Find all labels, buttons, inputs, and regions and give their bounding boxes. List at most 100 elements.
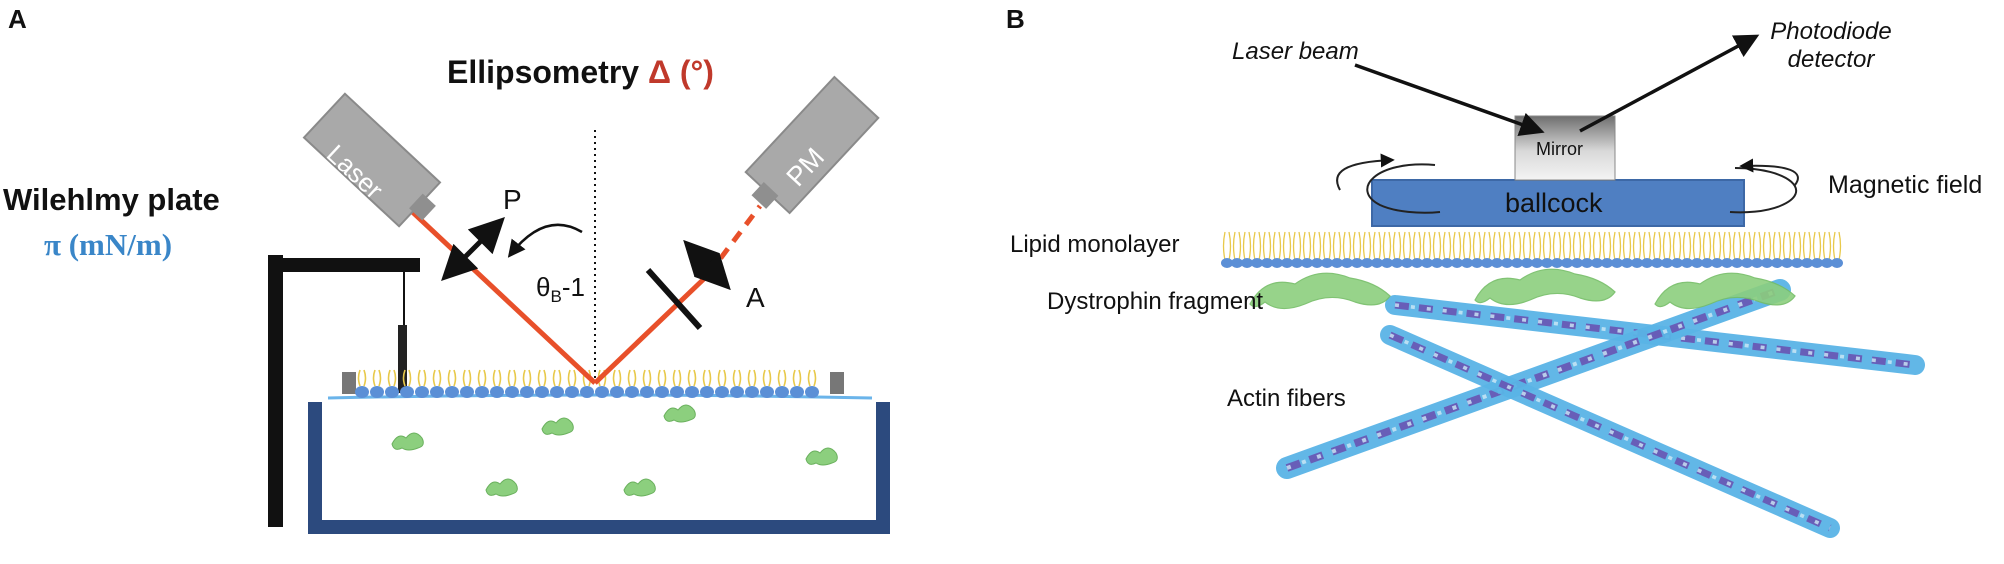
lipid-tail [732, 369, 742, 387]
lipid-head [1341, 258, 1353, 268]
lipid-head [1601, 258, 1613, 268]
lipid-head [1431, 258, 1443, 268]
lipid-tail [537, 369, 547, 387]
lipid-tail [1542, 231, 1552, 261]
lipid-tail [1292, 231, 1302, 261]
lipid-tail [1252, 231, 1262, 261]
lipid-tail [477, 369, 487, 387]
lipid-tail [777, 369, 787, 387]
polarizer-arrow-icon [441, 217, 505, 281]
lipid-head [1741, 258, 1753, 268]
lipid-tail [507, 369, 517, 387]
lipid-tail [1802, 231, 1812, 261]
lipid-tail [1712, 231, 1722, 261]
protein-blob [391, 432, 424, 451]
lipid-tail [1352, 231, 1362, 261]
reflected-beam [593, 273, 710, 385]
lipid-tail [1412, 231, 1422, 261]
lipid-tail [1302, 231, 1312, 261]
lipid-head [1791, 258, 1803, 268]
lipid-tail [1702, 231, 1712, 261]
lipid-tail [1242, 231, 1252, 261]
lipid-head [1251, 258, 1263, 268]
lipid-tail [567, 369, 577, 387]
lipid-tail [1482, 231, 1492, 261]
lipid-tail [1532, 231, 1542, 261]
lipid-head [1711, 258, 1723, 268]
lipid-head [1581, 258, 1593, 268]
lipid-tail [1772, 231, 1782, 261]
lipid-tail [1272, 231, 1282, 261]
lipid-tail [1452, 231, 1462, 261]
lipid-head [745, 386, 759, 398]
lipid-tail [1492, 231, 1502, 261]
lipid-head [1461, 258, 1473, 268]
lipid-head [1821, 258, 1833, 268]
langmuir-trough [308, 369, 890, 534]
lipid-head [805, 386, 819, 398]
trough-lipid-layer [355, 369, 819, 398]
lipid-head [625, 386, 639, 398]
protein-blob [485, 478, 518, 497]
lipid-head [1641, 258, 1653, 268]
lipid-tail [1692, 231, 1702, 261]
lipid-head [595, 386, 609, 398]
lipid-monolayer [1221, 231, 1843, 268]
lipid-head [1301, 258, 1313, 268]
laser-beam-arrow-icon [1354, 63, 1545, 136]
lipid-tail [1222, 231, 1232, 261]
lipid-head [1631, 258, 1643, 268]
lipid-tail [1792, 231, 1802, 261]
lipid-head [1261, 258, 1273, 268]
lipid-head [730, 386, 744, 398]
lipid-tail [552, 369, 562, 387]
lipid-head [1591, 258, 1603, 268]
lipid-head [1761, 258, 1773, 268]
lipid-head [1401, 258, 1413, 268]
lipid-head [640, 386, 654, 398]
lipid-head [1611, 258, 1623, 268]
photodiode-line2: detector [1787, 46, 1875, 73]
photodiode-line1: Photodiode [1770, 18, 1892, 45]
lipid-tail [372, 369, 382, 387]
surface-pressure-label: π (mN/m) [44, 227, 173, 262]
lipid-tail [1342, 231, 1352, 261]
lipid-monolayer-label: Lipid monolayer [1010, 231, 1180, 258]
lipid-head [1731, 258, 1743, 268]
rotation-right-icon [1729, 167, 1798, 214]
lipid-head [1661, 258, 1673, 268]
lipid-head [1751, 258, 1763, 268]
protein-blob [805, 447, 838, 466]
analyzer-bar [645, 267, 703, 331]
ellipsometry-title: Ellipsometry Δ (°) [447, 56, 714, 88]
lipid-tail [417, 369, 427, 387]
lipid-head [1241, 258, 1253, 268]
lipid-tail [1392, 231, 1402, 261]
lipid-head [1561, 258, 1573, 268]
lipid-head [1231, 258, 1243, 268]
lipid-head [610, 386, 624, 398]
lipid-tail [432, 369, 442, 387]
angle-arc-icon [507, 223, 583, 258]
lipid-head [475, 386, 489, 398]
wilhelmy-plate-label: Wilehlmy plate [3, 182, 220, 217]
theta-subscript: B [550, 287, 562, 307]
lipid-tail [1642, 231, 1652, 261]
panel-a-letter: A [8, 4, 27, 34]
lipid-tail [402, 369, 412, 387]
lipid-head [685, 386, 699, 398]
laser-beam-label: Laser beam [1232, 38, 1359, 65]
actin-fiber [1380, 325, 1840, 538]
lipid-head [505, 386, 519, 398]
lipid-tail [1552, 231, 1562, 261]
lipid-tail [1742, 231, 1752, 261]
magnetic-field-label: Magnetic field [1828, 171, 1983, 199]
lipid-head [1811, 258, 1823, 268]
lipid-tail [1472, 231, 1482, 261]
lipid-head [1771, 258, 1783, 268]
lipid-tail [1362, 231, 1372, 261]
lipid-head [460, 386, 474, 398]
trough-proteins [391, 404, 838, 497]
lipid-head [1531, 258, 1543, 268]
